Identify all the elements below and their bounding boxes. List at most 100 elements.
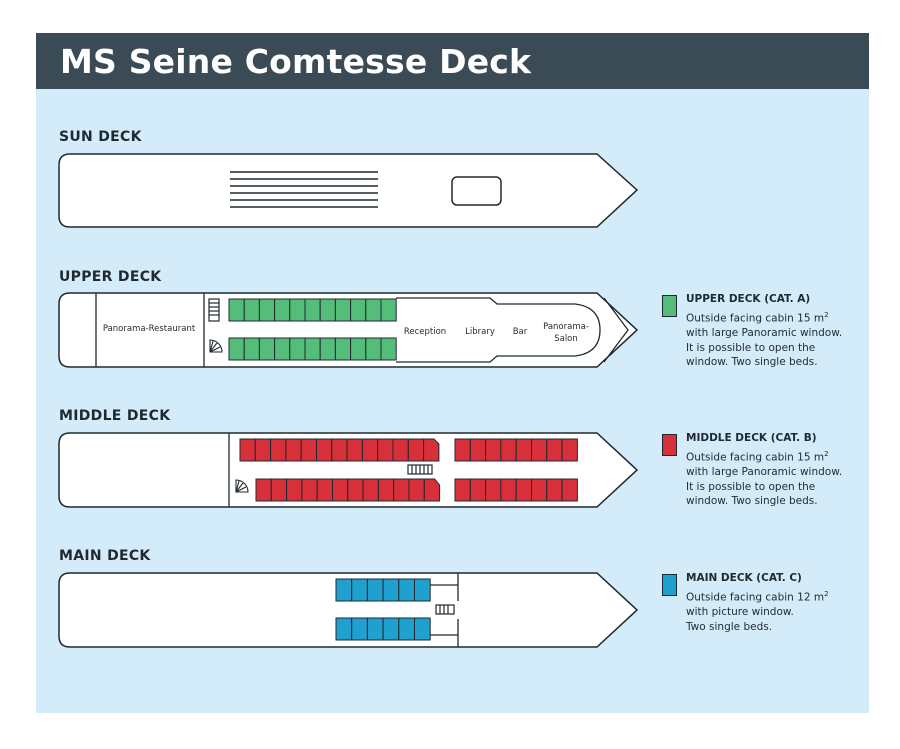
middle-cabin bbox=[546, 478, 563, 502]
middle-cabin bbox=[469, 478, 487, 502]
middle-cabin bbox=[500, 478, 517, 502]
upper-cabin bbox=[243, 337, 260, 361]
main-cabin bbox=[382, 578, 400, 602]
middle-cabin bbox=[377, 438, 394, 462]
header-bar: MS Seine Comtesse Deck bbox=[36, 33, 869, 89]
upper-cabin bbox=[274, 298, 291, 322]
main-deck-hull bbox=[58, 572, 639, 648]
sun-loungers bbox=[230, 171, 378, 208]
sun-deck-label: SUN DECK bbox=[59, 129, 142, 145]
middle-cabin bbox=[347, 478, 364, 502]
middle-cabin bbox=[423, 438, 440, 462]
upper-cabin bbox=[350, 337, 367, 361]
upper-deck-label: UPPER DECK bbox=[59, 269, 162, 285]
upper-cabins-starboard bbox=[228, 298, 397, 322]
middle-cabin bbox=[362, 478, 379, 502]
main-cabin bbox=[351, 578, 368, 602]
middle-cabins bbox=[239, 438, 578, 502]
main-cabin bbox=[382, 617, 400, 641]
upper-cabin bbox=[380, 337, 397, 361]
upper-cabin bbox=[228, 298, 245, 322]
middle-cabin bbox=[515, 478, 533, 502]
room-bar: Bar bbox=[513, 327, 528, 337]
middle-cabin bbox=[454, 438, 471, 462]
legend-main-sup: 2 bbox=[824, 590, 829, 598]
main-deck-plan bbox=[58, 572, 639, 648]
middle-cabin bbox=[301, 478, 318, 502]
main-cabin bbox=[351, 617, 368, 641]
main-deck-label: MAIN DECK bbox=[59, 548, 151, 564]
middle-cabin bbox=[254, 438, 272, 462]
upper-stairs-spiral bbox=[209, 339, 223, 353]
upper-deck-plan: Panorama-Restaurant Reception Library Ba… bbox=[58, 292, 639, 368]
legend-main-line3: Two single beds. bbox=[686, 620, 773, 633]
legend-middle-line1: Outside facing cabin 15 m bbox=[686, 451, 825, 464]
main-cabin bbox=[414, 617, 431, 641]
middle-cabin bbox=[286, 478, 303, 502]
main-cabin bbox=[398, 617, 415, 641]
middle-cabin bbox=[332, 478, 349, 502]
middle-deck-label: MIDDLE DECK bbox=[59, 408, 171, 424]
upper-cabin bbox=[334, 337, 352, 361]
legend-upper-sup: 2 bbox=[824, 311, 829, 319]
upper-cabin bbox=[334, 298, 352, 322]
upper-salon-outline bbox=[396, 297, 601, 363]
upper-cabin bbox=[258, 298, 276, 322]
sun-deck-hull bbox=[58, 153, 639, 228]
upper-cabin bbox=[243, 298, 260, 322]
middle-cabin bbox=[377, 478, 395, 502]
sun-deck-plan bbox=[58, 153, 639, 228]
room-library: Library bbox=[465, 327, 495, 337]
middle-cabin bbox=[361, 438, 379, 462]
room-panorama-restaurant: Panorama-Restaurant bbox=[103, 324, 196, 334]
room-panorama-salon-line1: Panorama- bbox=[543, 322, 589, 332]
room-panorama-salon-line2: Salon bbox=[554, 334, 578, 344]
legend-upper-swatch bbox=[662, 295, 677, 317]
upper-cabins-port bbox=[228, 337, 397, 361]
upper-bow-inner bbox=[603, 297, 629, 363]
middle-cabin bbox=[407, 438, 425, 462]
wheelhouse bbox=[451, 176, 502, 206]
middle-cabin bbox=[316, 438, 333, 462]
room-reception: Reception bbox=[404, 327, 446, 337]
upper-cabin bbox=[365, 298, 382, 322]
upper-cabin bbox=[319, 337, 336, 361]
middle-deck-plan bbox=[58, 432, 639, 508]
legend-middle-swatch bbox=[662, 434, 677, 456]
main-cabin bbox=[335, 578, 353, 602]
upper-cabin bbox=[350, 298, 367, 322]
legend-main-swatch bbox=[662, 574, 677, 596]
legend-upper-line3: It is possible to open the bbox=[686, 341, 816, 354]
main-cabin bbox=[398, 578, 415, 602]
legend-middle-sup: 2 bbox=[824, 450, 829, 458]
main-cabins bbox=[335, 578, 431, 641]
middle-cabin bbox=[485, 438, 502, 462]
upper-stairs-straight bbox=[208, 298, 220, 322]
upper-cabin bbox=[228, 337, 245, 361]
upper-cabin bbox=[380, 298, 397, 322]
middle-cabin bbox=[561, 478, 578, 502]
main-cabin bbox=[366, 617, 384, 641]
legend-main-title: MAIN DECK (CAT. C) bbox=[686, 572, 802, 584]
legend-main-description: Outside facing cabin 12 m2 with picture … bbox=[686, 587, 866, 634]
middle-cabin bbox=[255, 478, 272, 502]
legend-main-line2: with picture window. bbox=[686, 606, 794, 618]
middle-cabin bbox=[500, 438, 517, 462]
middle-cabin bbox=[546, 438, 563, 462]
middle-cabin bbox=[300, 438, 318, 462]
main-deck-walls bbox=[430, 573, 459, 647]
legend-middle-line2: with large Panoramic window. bbox=[686, 466, 843, 478]
middle-cabin bbox=[392, 438, 409, 462]
main-cabin bbox=[366, 578, 384, 602]
middle-cabin bbox=[331, 438, 348, 462]
middle-cabin bbox=[270, 438, 287, 462]
upper-cabin bbox=[289, 298, 306, 322]
middle-cabin bbox=[531, 438, 548, 462]
middle-cabin bbox=[408, 478, 425, 502]
middle-cabin bbox=[346, 438, 363, 462]
middle-stairs-spiral bbox=[235, 479, 249, 493]
page-title: MS Seine Comtesse Deck bbox=[60, 42, 532, 81]
middle-cabin bbox=[485, 478, 502, 502]
middle-stairs-straight bbox=[407, 464, 433, 475]
